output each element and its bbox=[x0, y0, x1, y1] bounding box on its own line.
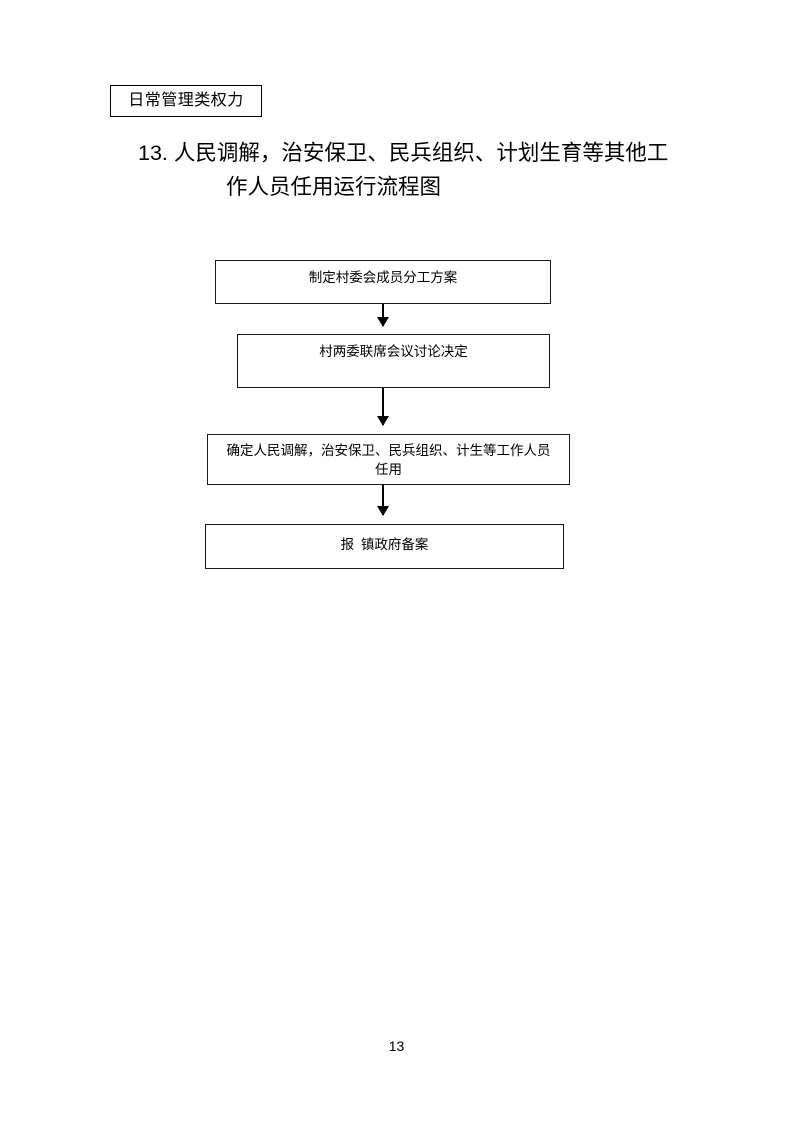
flow-connector-3-to-4 bbox=[377, 485, 389, 516]
flow-connector-2-to-3 bbox=[377, 388, 389, 426]
flow-node-1: 制定村委会成员分工方案 bbox=[215, 260, 551, 304]
page-title-line-1: 13. 人民调解，治安保卫、民兵组织、计划生育等其他工 bbox=[138, 141, 669, 165]
category-tag-label: 日常管理类权力 bbox=[128, 92, 244, 109]
flow-node-2-label: 村两委联席会议讨论决定 bbox=[319, 344, 468, 359]
page-title-line-2: 作人员任用运行流程图 bbox=[226, 175, 442, 199]
category-tag-box: 日常管理类权力 bbox=[110, 85, 262, 117]
page-title: 13. 人民调解，治安保卫、民兵组织、计划生育等其他工 作人员任用运行流程图 bbox=[118, 136, 688, 204]
flow-node-4-label: 报 镇政府备案 bbox=[340, 537, 429, 552]
flow-node-1-label: 制定村委会成员分工方案 bbox=[308, 270, 458, 285]
flow-node-4: 报 镇政府备案 bbox=[205, 524, 564, 569]
flow-connector-1-to-2 bbox=[377, 304, 389, 327]
flow-node-3-label: 确定人民调解，治安保卫、民兵组织、计生等工作人员 任用 bbox=[226, 443, 551, 477]
page-number: 13 bbox=[388, 1038, 405, 1054]
flow-node-3: 确定人民调解，治安保卫、民兵组织、计生等工作人员 任用 bbox=[207, 434, 570, 485]
flow-node-2: 村两委联席会议讨论决定 bbox=[237, 334, 550, 388]
